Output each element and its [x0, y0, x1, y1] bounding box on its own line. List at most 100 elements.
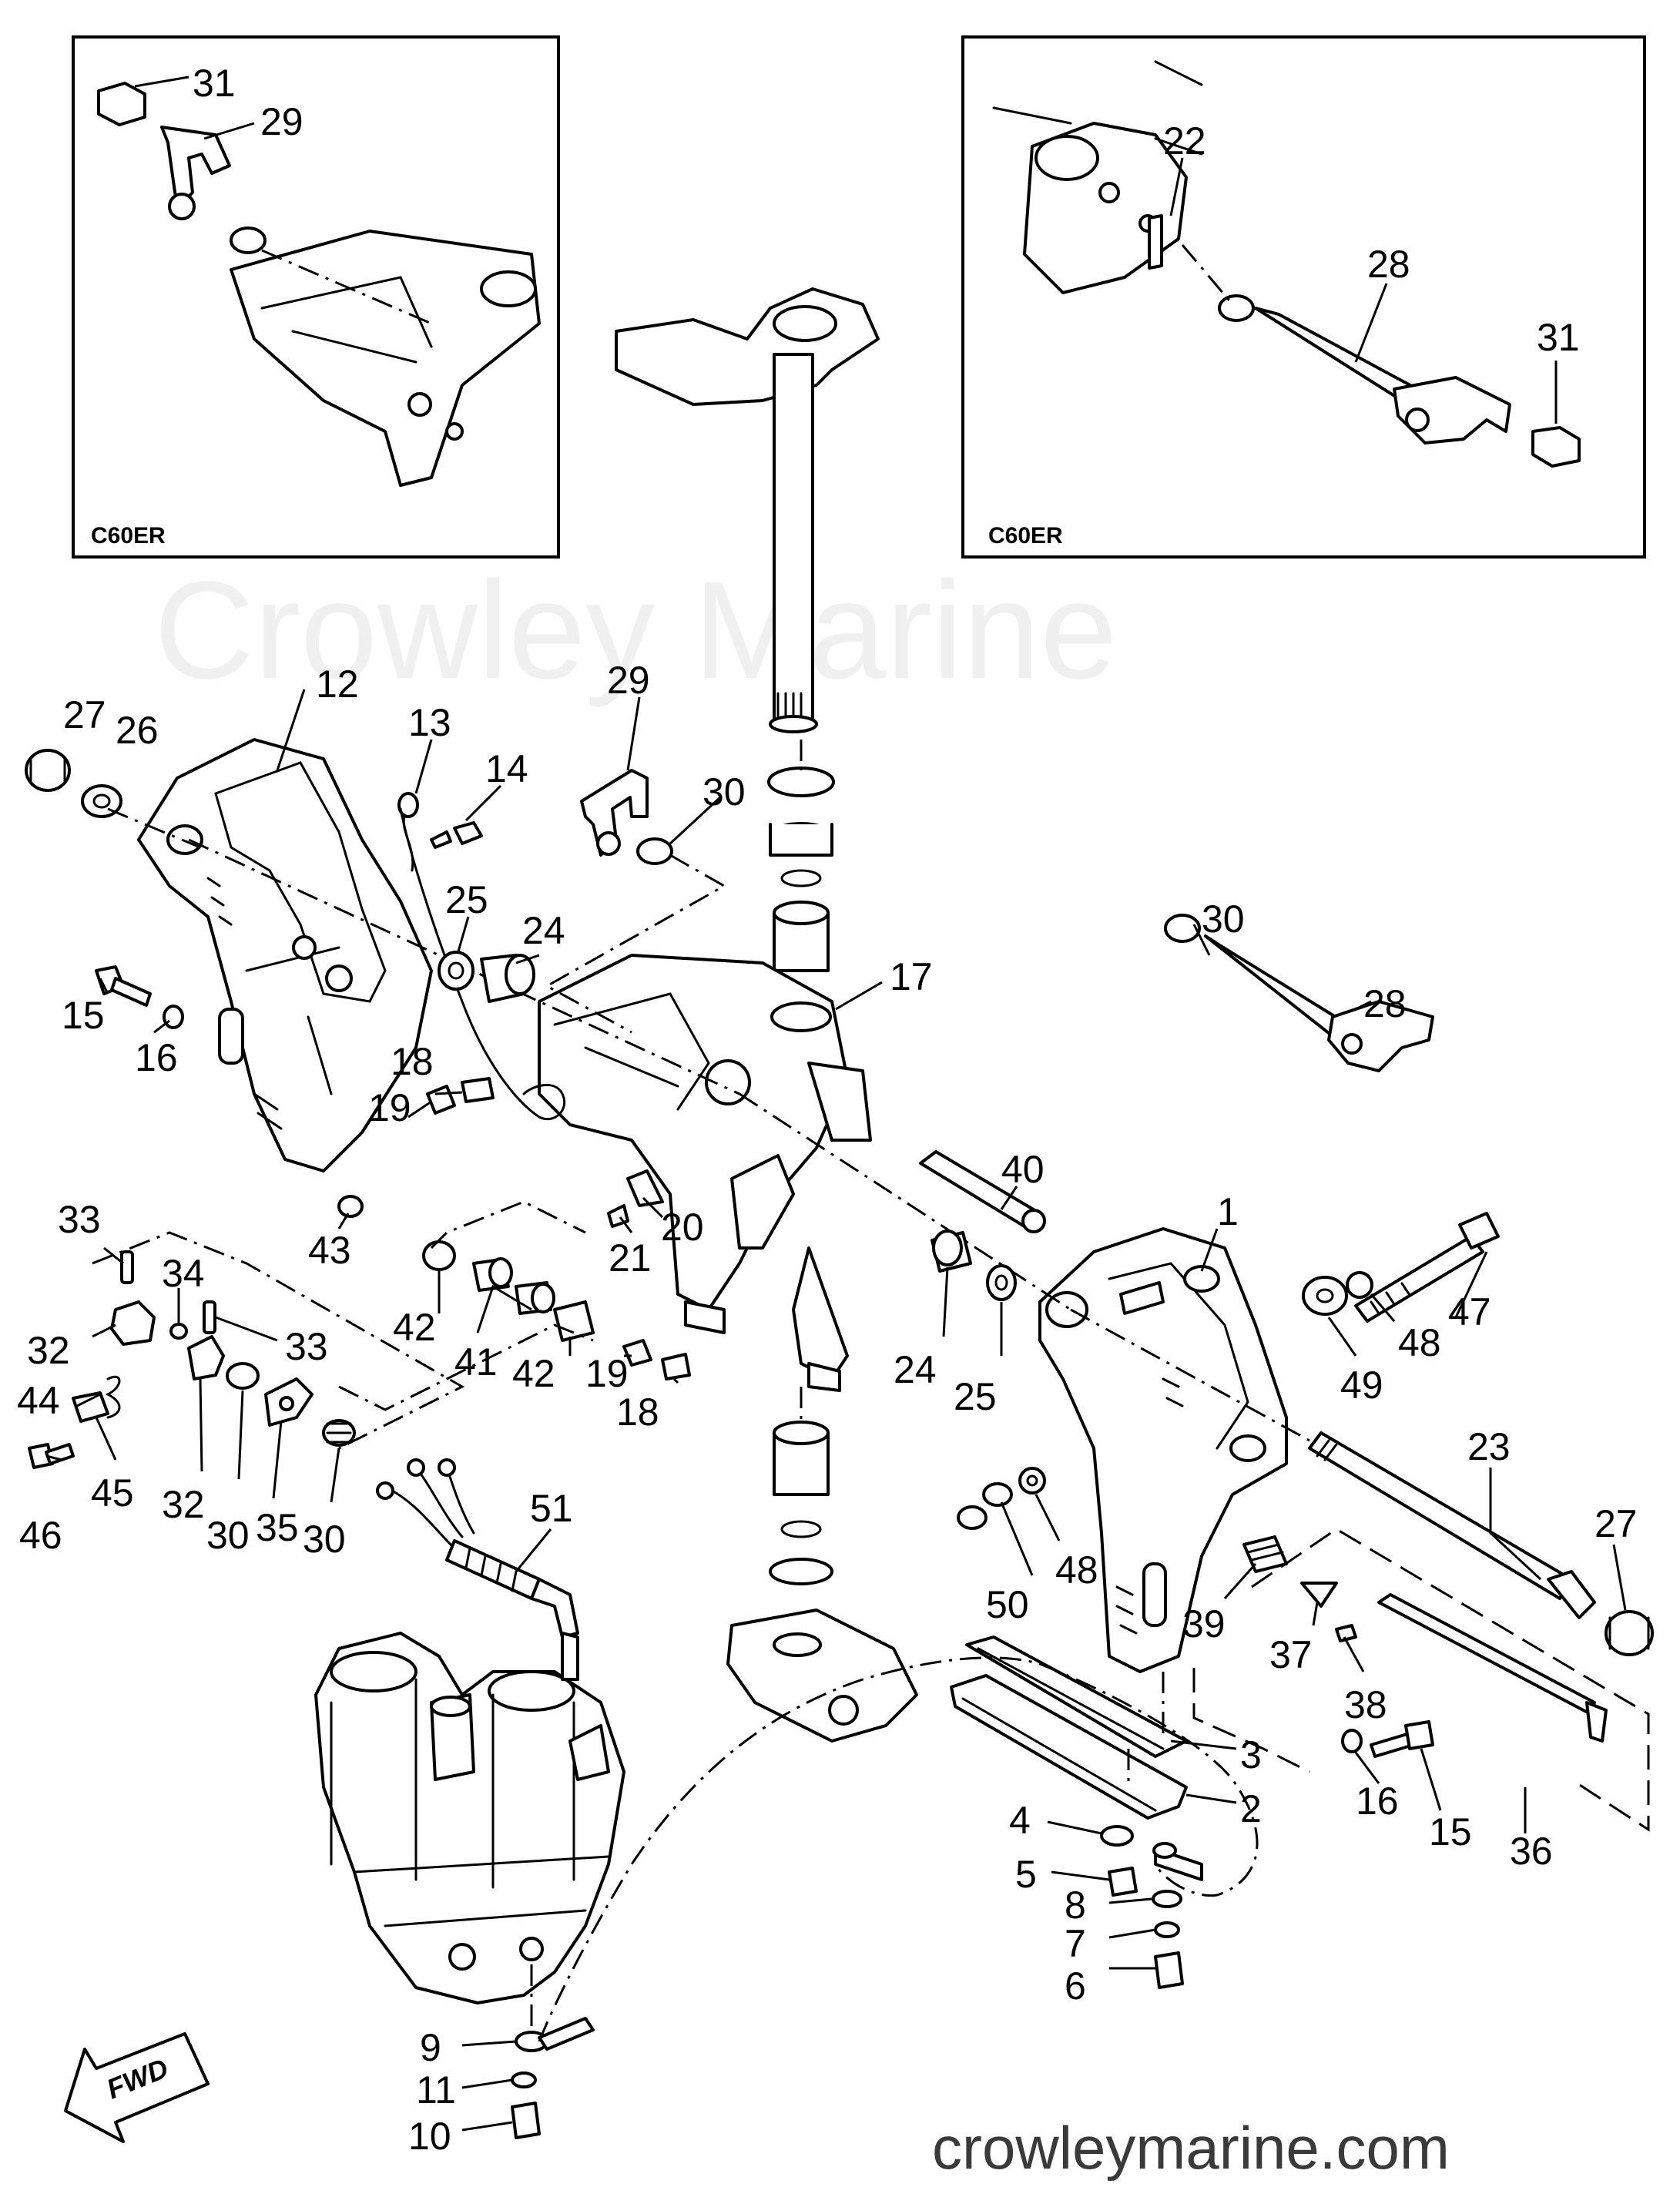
callout-34: 34	[162, 1252, 205, 1295]
callout-4: 4	[1009, 1799, 1031, 1842]
callout-6: 6	[1065, 1964, 1086, 2008]
washer-25-right	[986, 1264, 1017, 1301]
shaft-bushing-stack	[767, 767, 835, 972]
callout-18a: 18	[391, 1040, 434, 1083]
knob-32a	[110, 1300, 156, 1346]
washer-11	[511, 2071, 537, 2088]
callout-46: 46	[19, 1514, 62, 1557]
washer-16-left	[163, 1005, 184, 1029]
callout-15a: 15	[62, 994, 105, 1037]
washer-25-left	[438, 951, 474, 991]
rod-36	[1377, 1593, 1608, 1743]
washer-43	[337, 1195, 364, 1218]
callout-11: 11	[416, 2068, 456, 2112]
inset-right-cap-31	[1531, 426, 1581, 468]
pin-33a	[120, 1250, 134, 1284]
bolt-10	[511, 2102, 541, 2139]
nut-50a	[957, 1505, 988, 1530]
bolt-46	[28, 1443, 75, 1469]
callout-25a: 25	[445, 878, 488, 921]
bushing-41a	[472, 1257, 513, 1292]
grease-nipple-18a	[461, 1077, 495, 1103]
cap-19a	[426, 1085, 456, 1115]
terminal-9	[515, 2017, 595, 2052]
callout-42a: 42	[393, 1306, 436, 1349]
swivel-bracket	[538, 954, 872, 1392]
lower-bushing-stack	[769, 1421, 833, 1585]
washer-7	[1154, 1921, 1180, 1938]
washer-16-right	[1341, 1729, 1363, 1753]
clamp-bracket-left	[137, 738, 433, 1172]
washer-49	[1302, 1276, 1348, 1316]
pin-38	[1335, 1624, 1357, 1642]
bolt-14	[430, 821, 483, 849]
callout-39: 39	[1182, 1602, 1226, 1645]
callout-9: 9	[420, 2026, 441, 2069]
callout-numbers: 31 29 22 28 31 27 26 12 13 14 29 30 25 2…	[17, 62, 1638, 2158]
callout-43: 43	[308, 1229, 351, 1272]
lever-35	[264, 1377, 314, 1427]
callout-28b: 28	[1363, 982, 1407, 1025]
callout-27a: 27	[63, 693, 106, 736]
callout-18b: 18	[616, 1390, 659, 1434]
callout-19b: 19	[585, 1352, 629, 1395]
callout-50: 50	[986, 1583, 1029, 1626]
callout-30d: 30	[303, 1518, 346, 1561]
callout-31a: 31	[193, 62, 236, 105]
callout-8: 8	[1065, 1884, 1086, 1927]
callout-41: 41	[454, 1340, 498, 1384]
callout-30a: 30	[703, 770, 746, 814]
tilt-rod-28	[1164, 914, 1434, 1072]
washer-4	[1100, 1825, 1134, 1847]
callout-16a: 16	[135, 1036, 178, 1079]
clamp-bracket-right	[1038, 1227, 1288, 1673]
collar-30-center	[636, 837, 673, 865]
callout-22: 22	[1163, 119, 1206, 163]
bolt-5	[1108, 1867, 1138, 1897]
callout-51: 51	[530, 1487, 573, 1530]
callout-23: 23	[1467, 1425, 1511, 1468]
inset-left-bracket	[230, 230, 541, 487]
callout-44: 44	[17, 1379, 60, 1422]
inset-right: C60ER	[961, 35, 1646, 559]
bushing-42a	[422, 1240, 456, 1271]
callout-36: 36	[1510, 1830, 1553, 1873]
callout-20: 20	[661, 1206, 704, 1249]
plate-37	[1300, 1582, 1338, 1608]
plate-20	[626, 1169, 664, 1207]
callout-24a: 24	[522, 909, 565, 952]
clip-13	[397, 792, 419, 872]
callout-31b: 31	[1537, 316, 1580, 359]
callout-17: 17	[890, 955, 933, 998]
power-trim-unit	[314, 1632, 625, 2004]
callout-3: 3	[1240, 1733, 1262, 1776]
callout-12: 12	[316, 663, 359, 706]
collar-30c	[226, 1362, 260, 1390]
fwd-arrow: FWD	[64, 2032, 210, 2143]
callout-35: 35	[256, 1506, 299, 1549]
bolt-47	[1354, 1212, 1500, 1323]
washer-48b	[1018, 1467, 1046, 1494]
bushing-24-right	[931, 1229, 972, 1273]
website-text: crowleymarine.com	[932, 2114, 1450, 2182]
callout-45: 45	[91, 1471, 134, 1515]
callout-37: 37	[1269, 1633, 1313, 1676]
callout-48b: 48	[1055, 1548, 1098, 1592]
callout-10: 10	[408, 2115, 451, 2158]
bolt-15-left	[95, 965, 152, 1007]
pin-33b	[203, 1300, 216, 1334]
callout-33a: 33	[58, 1198, 101, 1241]
callout-48a: 48	[1398, 1321, 1441, 1364]
washer-8	[1152, 1890, 1182, 1908]
inset-right-bracket	[992, 60, 1203, 294]
inset-right-plate-22	[1148, 214, 1163, 270]
grease-nipple-18b	[661, 1353, 691, 1380]
tilt-tube	[1308, 1431, 1596, 1619]
bushing-42b	[553, 1300, 595, 1342]
lower-mount-housing	[726, 1609, 918, 1743]
callout-5: 5	[1015, 1853, 1037, 1896]
grease-fitting-39	[1242, 1535, 1288, 1573]
pin-34	[169, 1323, 188, 1340]
callout-49: 49	[1340, 1364, 1383, 1407]
